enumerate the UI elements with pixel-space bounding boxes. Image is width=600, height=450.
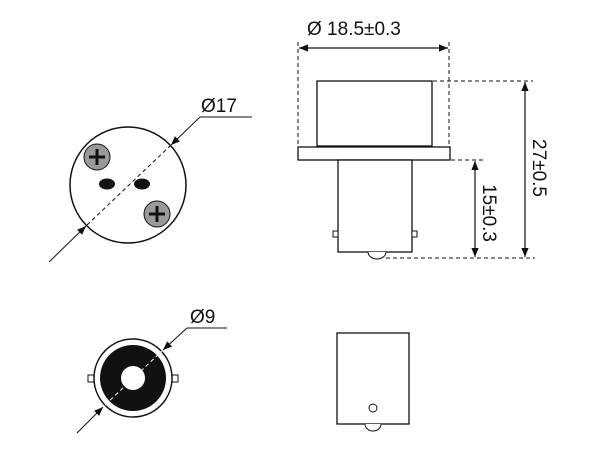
bayonet-base: [337, 159, 413, 253]
socket-body-outline: [69, 126, 187, 244]
dimension-arrow: [170, 116, 201, 146]
diameter-centerline: [104, 350, 163, 406]
bayonet-pin: [411, 230, 418, 238]
contact-tip: [367, 251, 387, 260]
base-side-view: [336, 332, 410, 432]
diameter-label: Ø17: [201, 96, 237, 117]
contact-tip: [364, 423, 382, 432]
contact-slot: [99, 178, 115, 190]
width-label: Ø 18.5±0.3: [307, 19, 401, 40]
bottom-view: Ø9: [76, 307, 227, 434]
screw-icon: [143, 200, 171, 228]
bayonet-pin: [332, 230, 339, 238]
diameter-label: Ø9: [190, 307, 215, 328]
flange: [297, 146, 451, 161]
screw-icon: [83, 143, 111, 171]
led-housing: [316, 80, 433, 147]
dimension-arrow: [76, 406, 104, 434]
dimension-arrow: [48, 225, 87, 263]
contact-slot: [134, 178, 150, 190]
pin-hole: [368, 403, 378, 413]
dimension-arrow: [162, 327, 188, 351]
top-view: Ø17: [48, 96, 252, 263]
side-view: Ø 18.5±0.3 27±0.5 15±0.3: [297, 19, 549, 260]
total-height-label: 27±0.5: [528, 139, 549, 197]
base-height-label: 15±0.3: [478, 184, 499, 242]
diameter-centerline: [86, 145, 171, 226]
